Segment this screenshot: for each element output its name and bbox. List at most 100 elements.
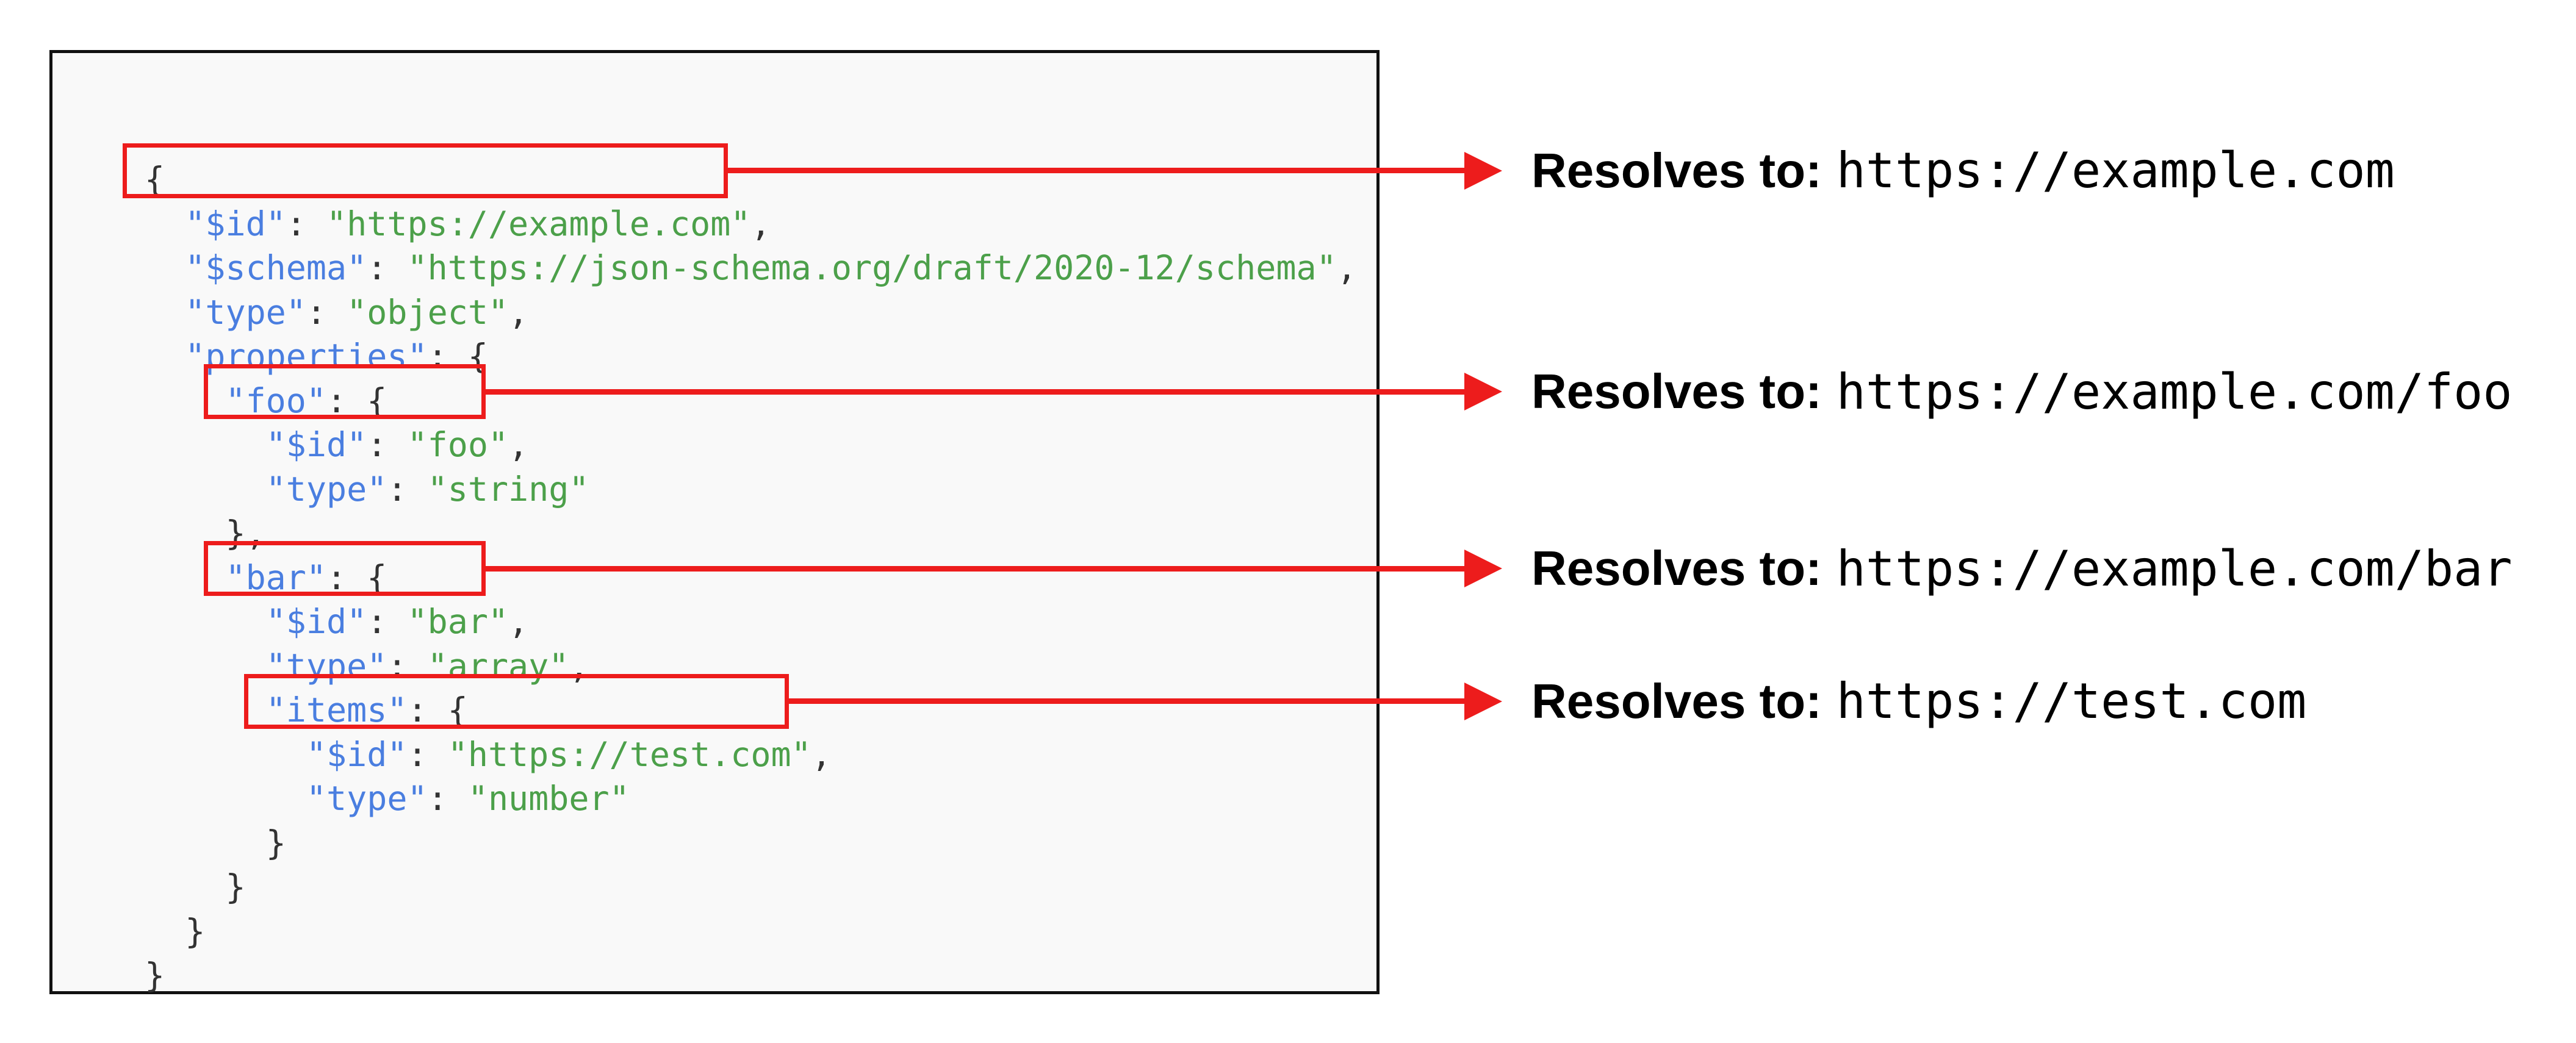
callout-arrow-line [788, 698, 1464, 704]
code-token: }, [225, 514, 266, 553]
code-line: "type": "array", [145, 644, 1357, 689]
code-token: } [145, 956, 165, 995]
code-token: : [306, 292, 347, 332]
code-token: "$id" [265, 425, 367, 464]
resolves-annotation: Resolves to: https://example.com [1531, 139, 2395, 203]
code-token: "string" [427, 469, 589, 509]
code-line: "type": "string" [145, 467, 1357, 512]
resolves-annotation: Resolves to: https://example.com/bar [1531, 537, 2512, 600]
code-token: , [811, 734, 832, 774]
code-token [145, 470, 266, 509]
code-token: "type" [306, 779, 428, 818]
id-highlight-box [203, 541, 486, 597]
code-line: "type": "object", [145, 290, 1357, 335]
code-line: } [145, 909, 1357, 954]
code-token: , [569, 646, 589, 686]
code-token: } [185, 911, 206, 951]
code-line: "items": { [145, 688, 1357, 733]
code-line: "$schema": "https://json-schema.org/draf… [145, 246, 1357, 290]
code-token: "properties" [185, 337, 428, 376]
code-token [145, 735, 306, 774]
arrow-right-icon [1464, 550, 1502, 588]
resolves-annotation: Resolves to: https://test.com [1531, 670, 2306, 733]
code-line: "$id": "foo", [145, 423, 1357, 467]
code-line: { [145, 157, 1357, 202]
callout-arrow-line [486, 565, 1464, 572]
code-line: "$id": "bar", [145, 600, 1357, 644]
annotation-url: https://example.com/bar [1836, 540, 2513, 597]
annotation-url: https://test.com [1836, 673, 2307, 730]
code-line: "properties": { [145, 334, 1357, 379]
code-token: "bar" [225, 557, 327, 597]
arrow-right-icon [1464, 151, 1502, 190]
code-token: "$id" [306, 734, 408, 774]
id-highlight-box [203, 364, 486, 420]
code-token: , [750, 204, 771, 243]
code-token: "https://test.com" [447, 734, 811, 774]
code-token: , [1336, 248, 1357, 287]
code-token: } [265, 823, 286, 862]
code-token: "$id" [185, 204, 286, 243]
code-line: } [145, 821, 1357, 866]
code-token: "https://json-schema.org/draft/2020-12/s… [407, 248, 1337, 287]
code-token: : { [407, 690, 468, 729]
code-panel: { "$id": "https://example.com", "$schema… [49, 50, 1380, 995]
code-line: } [145, 865, 1357, 909]
code-token: "number" [467, 779, 630, 818]
json-schema-code-block: { "$id": "https://example.com", "$schema… [145, 157, 1357, 998]
code-line: } [145, 953, 1357, 998]
code-token: "type" [185, 292, 306, 332]
code-token: : [367, 602, 408, 641]
code-line: }, [145, 511, 1357, 556]
code-line: "$id": "https://test.com", [145, 733, 1357, 777]
code-token: "type" [265, 646, 387, 686]
code-token: , [508, 425, 529, 464]
code-token [145, 248, 185, 287]
code-token [145, 779, 306, 818]
code-token: "type" [265, 469, 387, 509]
id-highlight-box [123, 143, 729, 198]
code-token [145, 293, 185, 332]
code-token: : [427, 779, 468, 818]
code-token [145, 867, 225, 906]
code-token: { [145, 160, 165, 199]
annotation-url: https://example.com/foo [1836, 363, 2513, 420]
code-token [145, 602, 266, 641]
callout-arrow-line [728, 168, 1464, 174]
code-token: "$schema" [185, 248, 367, 287]
arrow-right-icon [1464, 373, 1502, 411]
code-token: : { [326, 557, 387, 597]
code-token [145, 204, 185, 243]
arrow-right-icon [1464, 682, 1502, 720]
code-token: "foo" [407, 425, 509, 464]
code-token: "items" [265, 690, 408, 729]
code-token: : [367, 425, 408, 464]
code-token: : [367, 248, 408, 287]
code-token: "https://example.com" [326, 204, 751, 243]
code-token: "bar" [407, 602, 509, 641]
code-token: , [508, 602, 529, 641]
code-token [145, 425, 266, 464]
callout-arrow-line [486, 389, 1464, 395]
annotation-label: Resolves to: [1531, 364, 1822, 419]
code-token: "foo" [225, 381, 327, 420]
code-line: "type": "number" [145, 776, 1357, 821]
code-line: "$id": "https://example.com", [145, 202, 1357, 246]
annotation-label: Resolves to: [1531, 143, 1822, 198]
code-token: : [286, 204, 327, 243]
code-token: : [387, 646, 428, 686]
resolves-annotation: Resolves to: https://example.com/foo [1531, 360, 2512, 423]
code-token: "object" [347, 292, 509, 332]
code-token [145, 823, 266, 862]
code-token: } [225, 867, 246, 906]
code-token [145, 912, 185, 951]
annotation-url: https://example.com [1836, 142, 2395, 199]
code-line: "bar": { [145, 556, 1357, 600]
code-token: : [407, 734, 448, 774]
code-token: : { [326, 381, 387, 420]
annotation-label: Resolves to: [1531, 541, 1822, 596]
code-token [145, 337, 185, 376]
code-line: "foo": { [145, 379, 1357, 423]
code-token: , [508, 292, 529, 332]
